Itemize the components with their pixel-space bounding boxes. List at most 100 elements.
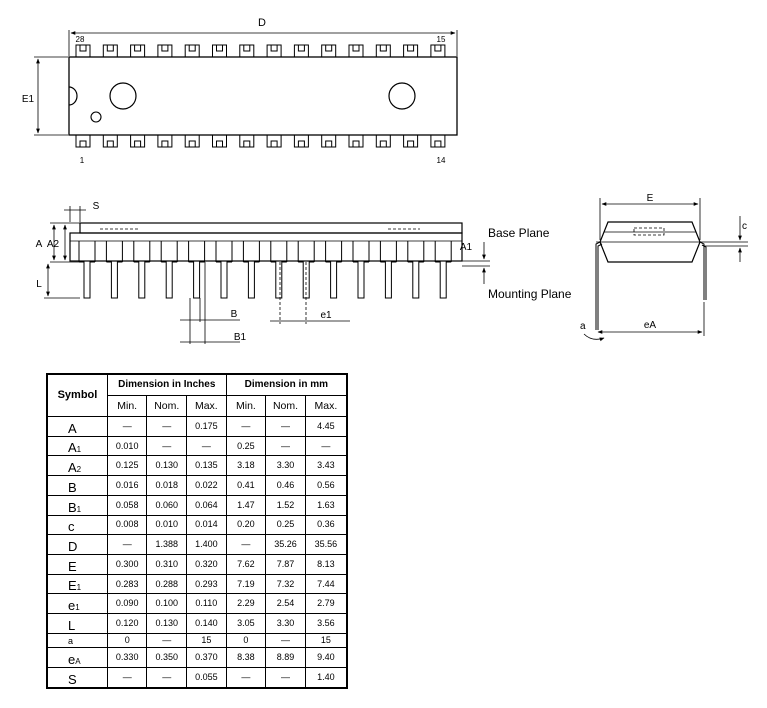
dim-a2-label: A2 <box>47 239 60 250</box>
dim-c-label: c <box>742 221 747 232</box>
cell-mm-max: 2.79 <box>304 593 348 615</box>
ejector-mark-right <box>388 82 416 110</box>
side-leads <box>78 241 452 299</box>
cell-mm-nom: 35.26 <box>265 534 306 556</box>
cell-mm-nom: 8.89 <box>265 647 306 669</box>
top-pin <box>430 44 446 57</box>
bottom-pin <box>212 135 227 148</box>
cell-in-max: 0.064 <box>186 494 227 516</box>
cell-mm-max: 0.56 <box>304 475 348 496</box>
side-lead <box>105 241 123 299</box>
ejector-mark-left <box>109 82 137 110</box>
symbol-cell: B1 <box>46 494 108 516</box>
dim-e1-pitch-label: e1 <box>320 310 332 321</box>
cell-in-min: 0 <box>106 632 148 649</box>
bottom-pin <box>184 135 200 148</box>
bottom-pin <box>403 135 419 148</box>
dim-d-label: D <box>258 17 266 29</box>
header-nom-in: Nom. <box>146 395 188 417</box>
cell-in-nom: — <box>146 632 188 649</box>
base-plane-label: Base Plane <box>488 226 550 240</box>
cell-in-nom: 0.100 <box>146 593 188 615</box>
cell-mm-nom: — <box>265 667 306 689</box>
package-drawing: D 28 15 1 14 E1 S A A2 L <box>22 17 748 344</box>
top-pin <box>321 44 337 57</box>
cell-in-min: 0.330 <box>106 647 148 669</box>
top-pin <box>157 44 173 57</box>
cell-in-min: — <box>106 667 148 689</box>
cell-mm-nom: — <box>265 416 306 437</box>
cell-in-min: 0.125 <box>106 455 148 477</box>
cell-mm-min: 7.19 <box>225 573 267 595</box>
dim-b-label: B <box>231 309 238 320</box>
cell-mm-nom: 3.30 <box>265 613 306 634</box>
dim-ea-label: eA <box>644 320 657 331</box>
cell-in-min: 0.090 <box>106 593 148 615</box>
cell-mm-nom: 7.32 <box>265 573 306 595</box>
pin-label-15: 15 <box>437 35 446 44</box>
end-view: c E eA a <box>580 193 748 342</box>
cell-mm-min: — <box>225 416 267 437</box>
bottom-pin <box>293 135 309 148</box>
symbol-cell: E1 <box>46 573 108 595</box>
cell-mm-nom: 0.25 <box>265 514 306 536</box>
top-pin <box>403 44 419 57</box>
cell-mm-min: 0.20 <box>225 514 267 536</box>
dim-s-label: S <box>93 201 100 212</box>
cell-in-nom: — <box>146 416 188 437</box>
top-pin <box>375 44 391 57</box>
top-pin <box>293 44 309 57</box>
cell-in-nom: 0.060 <box>146 494 188 516</box>
side-lead <box>188 241 206 299</box>
cell-mm-max: 35.56 <box>304 534 348 556</box>
symbol-cell: e1 <box>46 593 108 615</box>
cell-mm-min: 0.41 <box>225 475 267 496</box>
dim-a1-label: A1 <box>460 242 473 253</box>
cell-in-nom: 0.130 <box>146 455 188 477</box>
bottom-pin <box>321 135 337 148</box>
cell-in-max: 0.022 <box>186 475 227 496</box>
cell-in-nom: 0.130 <box>146 613 188 634</box>
bottom-pin <box>348 135 364 148</box>
dim-alpha-label: a <box>580 321 586 332</box>
dim-e1-label: E1 <box>22 94 35 105</box>
cell-in-max: 0.140 <box>186 613 227 634</box>
bottom-pin <box>266 135 282 148</box>
top-pins-lower <box>75 135 446 148</box>
cell-in-min: 0.008 <box>106 514 148 536</box>
symbol-cell: A1 <box>46 435 108 457</box>
cell-mm-max: 3.56 <box>304 613 348 634</box>
cell-mm-min: 1.47 <box>225 494 267 516</box>
bottom-pin <box>239 135 255 148</box>
cell-mm-max: 15 <box>304 632 348 649</box>
pin-label-28: 28 <box>76 35 85 44</box>
top-pin <box>212 44 227 57</box>
cell-mm-min: 8.38 <box>225 647 267 669</box>
cell-in-max: 0.320 <box>186 554 227 575</box>
cell-in-max: — <box>186 435 227 457</box>
side-lead <box>352 241 370 299</box>
cell-mm-max: 4.45 <box>304 416 348 437</box>
side-lead <box>379 241 397 299</box>
side-lead <box>434 241 452 299</box>
symbol-cell: S <box>46 667 108 689</box>
side-view: S A A2 L A1 Base Plane Mounting Plane B … <box>36 201 572 344</box>
bottom-pin <box>102 135 118 148</box>
bottom-pin <box>375 135 391 148</box>
top-pin <box>75 44 91 57</box>
cell-in-min: 0.283 <box>106 573 148 595</box>
header-min-in: Min. <box>106 395 148 417</box>
cell-in-nom: 0.310 <box>146 554 188 575</box>
end-view-mark <box>633 227 665 236</box>
symbol-cell: A2 <box>46 455 108 477</box>
cell-mm-nom: 3.30 <box>265 455 306 477</box>
